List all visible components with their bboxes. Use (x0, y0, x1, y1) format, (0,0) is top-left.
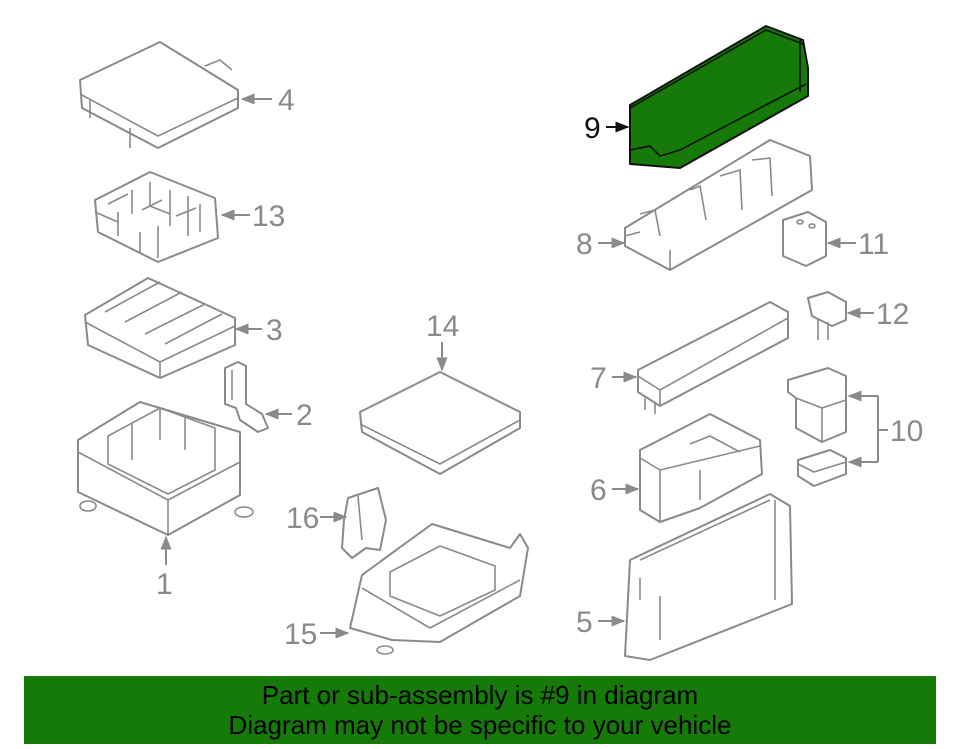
callout-4: 4 (240, 84, 295, 117)
part-14-cover[interactable] (359, 371, 521, 475)
part-15-tray[interactable] (349, 523, 529, 655)
svg-text:7: 7 (590, 362, 607, 395)
svg-text:11: 11 (858, 228, 889, 261)
callout-3: 3 (234, 314, 283, 347)
svg-text:10: 10 (890, 415, 923, 448)
banner-line-1: Part or sub-assembly is #9 in diagram (261, 680, 699, 710)
part-4-cover[interactable] (79, 41, 239, 149)
svg-text:14: 14 (426, 310, 459, 343)
svg-text:12: 12 (876, 298, 909, 331)
callout-12: 12 (846, 298, 909, 331)
part-7-fuse-holder[interactable] (637, 301, 789, 414)
part-6-fuse-box[interactable] (639, 413, 763, 523)
svg-text:4: 4 (278, 84, 295, 117)
callout-11: 11 (826, 228, 889, 261)
callout-6: 6 (590, 474, 640, 507)
callout-9: 9 (584, 112, 630, 145)
part-3-relay-block[interactable] (84, 277, 236, 379)
part-16-bracket[interactable] (341, 487, 387, 559)
part-9-module[interactable] (629, 25, 809, 169)
part-2-bracket[interactable] (224, 361, 269, 433)
svg-text:16: 16 (286, 502, 319, 535)
part-11-connector[interactable] (782, 211, 827, 267)
callout-7: 7 (590, 362, 638, 395)
callout-16: 16 (286, 502, 348, 535)
callout-5: 5 (576, 606, 626, 639)
part-1-lower-box[interactable] (77, 401, 254, 536)
callout-14: 14 (426, 310, 459, 372)
svg-text:13: 13 (252, 200, 285, 233)
info-banner: Part or sub-assembly is #9 in diagram Di… (24, 676, 936, 744)
banner-line-2: Diagram may not be specific to your vehi… (228, 710, 732, 740)
callout-2: 2 (264, 399, 313, 432)
part-12-relay[interactable] (807, 291, 847, 340)
svg-text:1: 1 (156, 568, 173, 601)
svg-text:5: 5 (576, 606, 593, 639)
svg-text:15: 15 (284, 618, 317, 651)
callout-8: 8 (576, 228, 626, 261)
svg-text:3: 3 (266, 314, 283, 347)
callout-15: 15 (284, 618, 350, 651)
callout-13: 13 (220, 200, 285, 233)
callout-10: 10 (847, 390, 923, 468)
svg-text:6: 6 (590, 474, 607, 507)
svg-text:2: 2 (296, 399, 313, 432)
callout-1: 1 (156, 535, 173, 601)
svg-text:8: 8 (576, 228, 593, 261)
part-10-relays[interactable] (787, 367, 847, 487)
part-13-relays[interactable] (94, 171, 219, 263)
svg-text:9: 9 (584, 112, 601, 145)
part-5-control-unit[interactable] (624, 493, 793, 661)
